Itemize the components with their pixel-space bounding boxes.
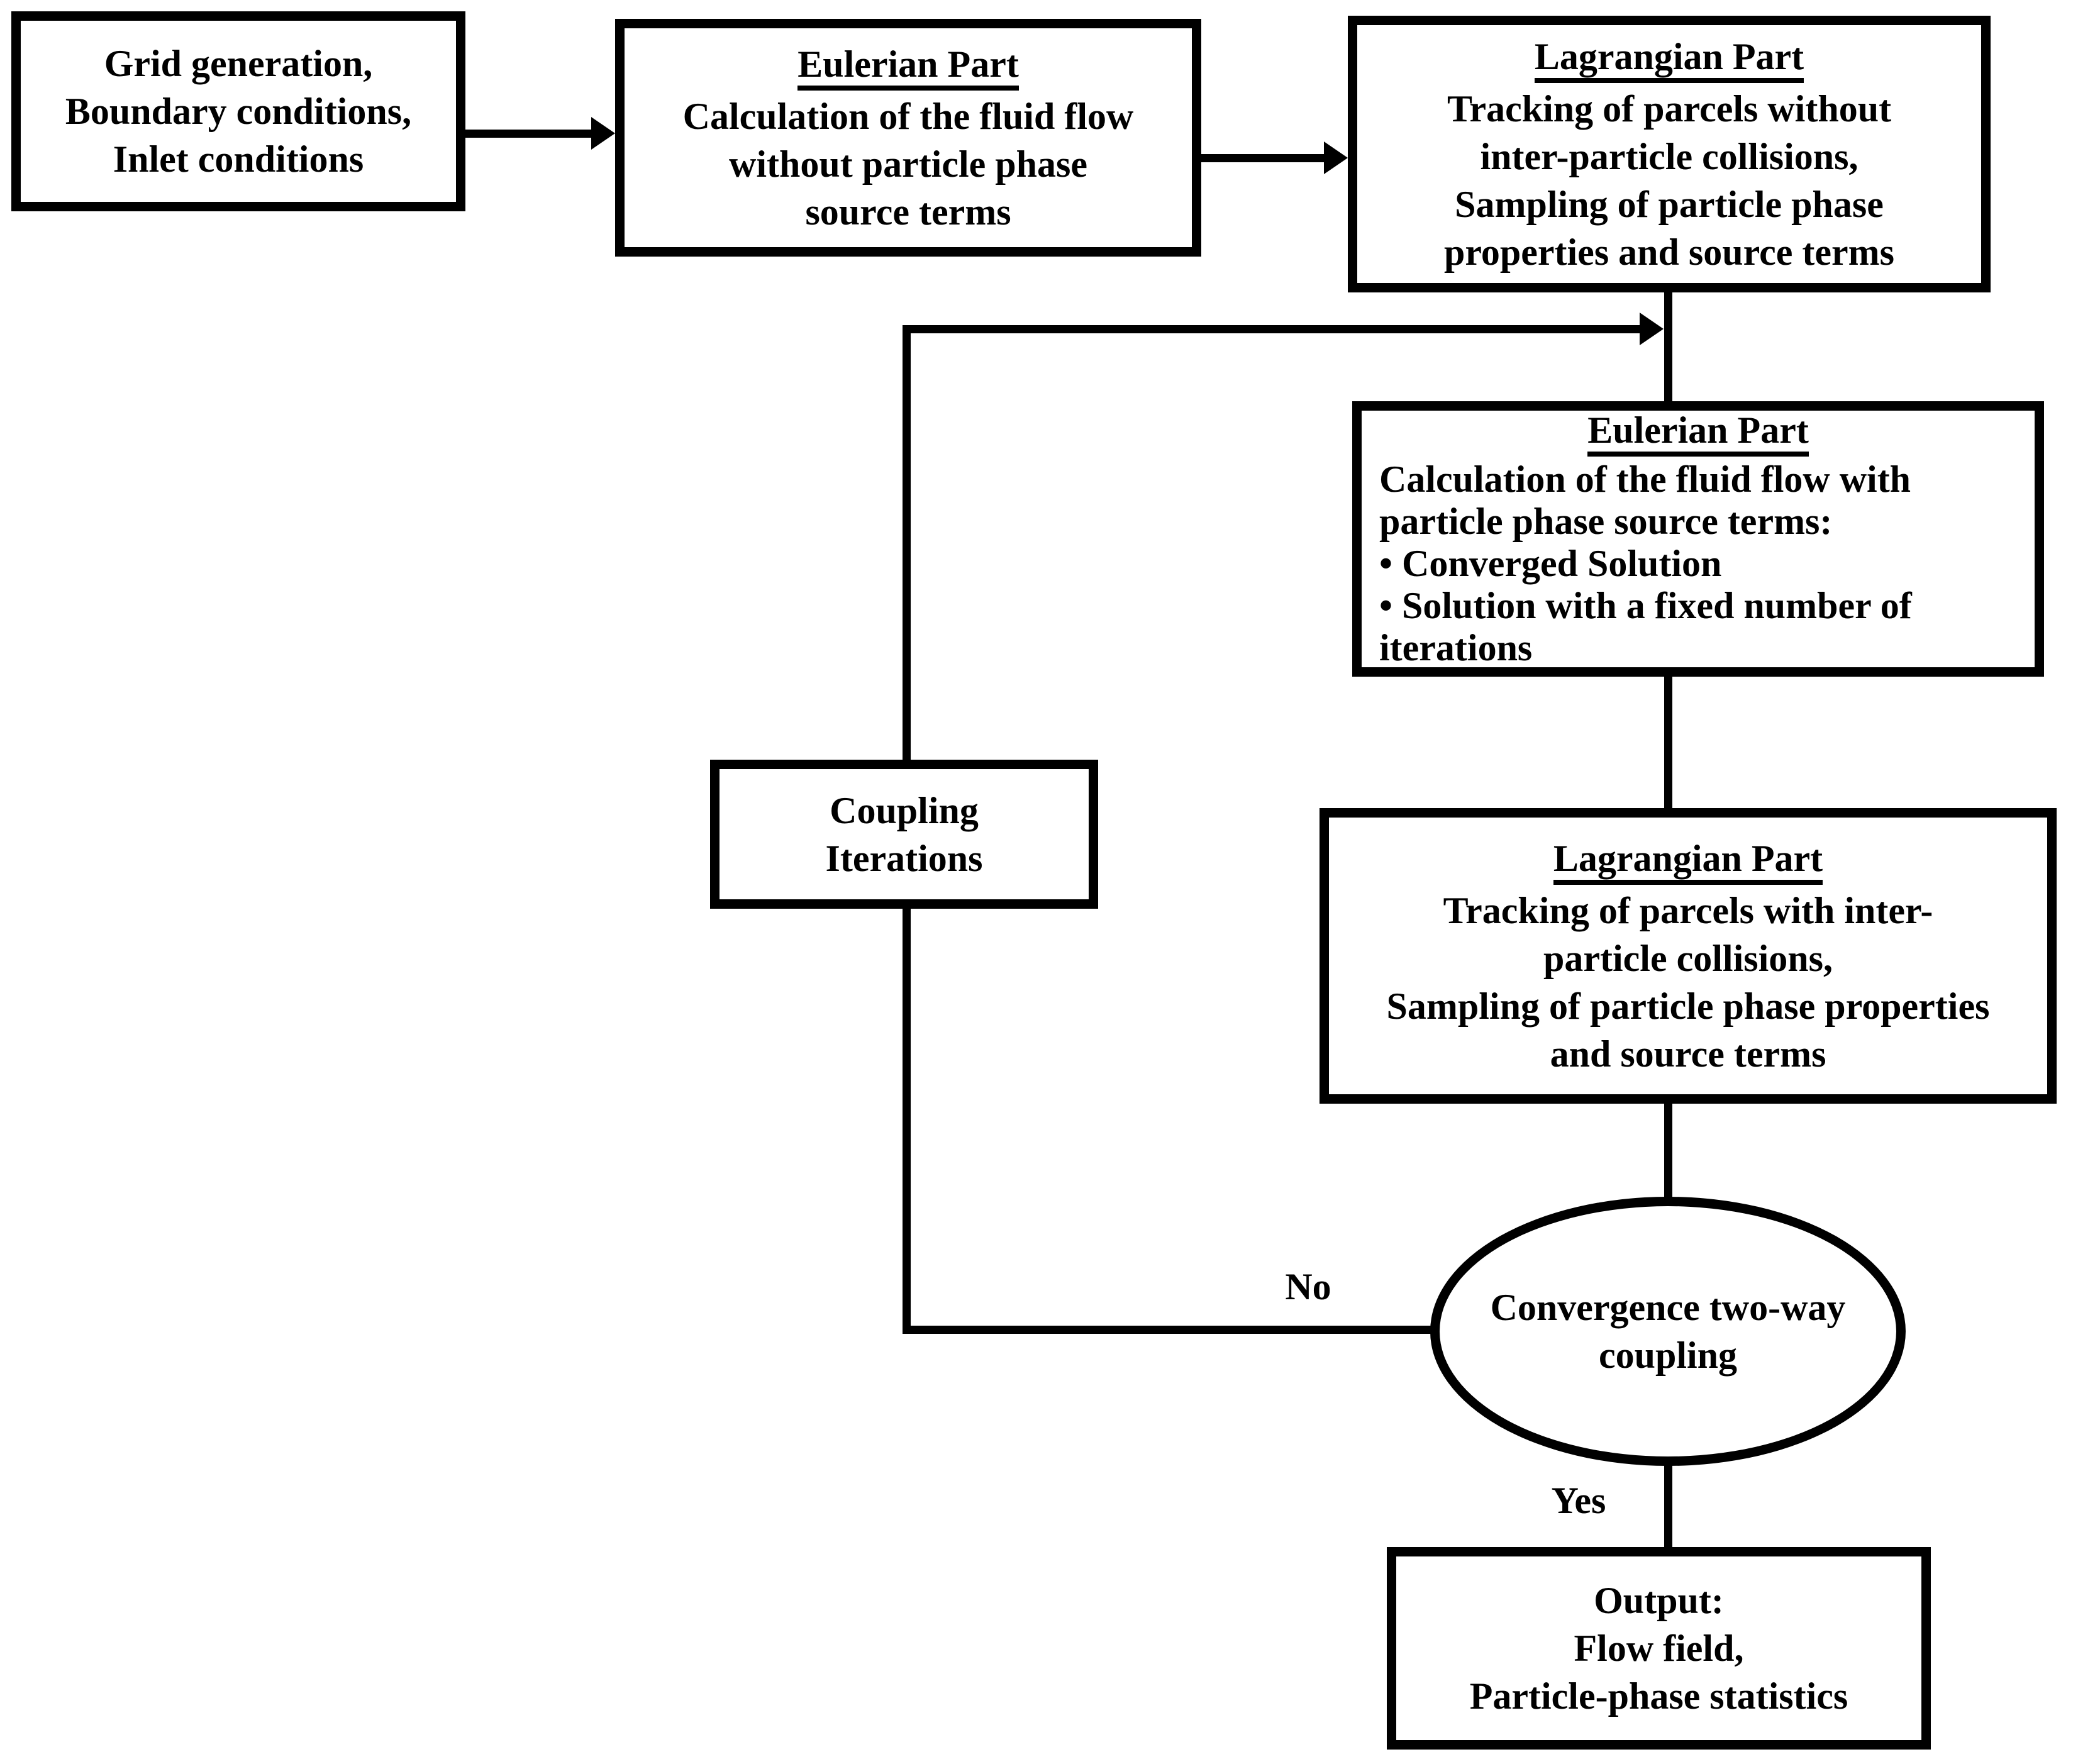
- coupling-iterations-box: Coupling Iterations: [710, 760, 1098, 909]
- eulerian-part-2-bullet: • Solution with a fixed number of: [1379, 584, 1912, 626]
- arrow-eulerian1-to-lagrangian1-head-icon: [1324, 141, 1348, 174]
- eulerian-part-1-title: Eulerian Part: [797, 45, 1019, 91]
- lagrangian-part-2-line: Sampling of particle phase properties: [1386, 985, 1990, 1027]
- coupling-return-head-icon: [1640, 313, 1664, 345]
- convergence-decision-ellipse: Convergence two-way coupling: [1430, 1197, 1906, 1466]
- yes-branch-line: [1664, 1462, 1672, 1550]
- grid-generation-box: Grid generation, Boundary conditions, In…: [11, 11, 465, 211]
- lagrangian-part-2-line: and source terms: [1550, 1033, 1826, 1075]
- arrow-grid-to-eulerian1-head-icon: [591, 117, 615, 150]
- output-box: Output: Flow field, Particle-phase stati…: [1387, 1547, 1931, 1750]
- arrow-eulerian1-to-lagrangian1-line: [1200, 154, 1326, 162]
- lagrangian-part-1-line: Sampling of particle phase: [1455, 183, 1884, 225]
- coupling-iterations-line: Coupling: [830, 789, 979, 831]
- eulerian-part-1-line: source terms: [805, 191, 1011, 233]
- arrow-grid-to-eulerian1-line: [464, 130, 593, 138]
- connector-lagrangian2-to-decision-line: [1664, 1101, 1672, 1201]
- yes-branch-label: Yes: [1551, 1480, 1606, 1521]
- eulerian-part-2-bullet: • Converged Solution: [1379, 542, 1722, 584]
- convergence-decision-line: coupling: [1598, 1334, 1738, 1376]
- lagrangian-part-2-title: Lagrangian Part: [1553, 839, 1823, 885]
- grid-generation-line: Inlet conditions: [113, 138, 364, 180]
- connector-eulerian2-to-lagrangian2-line: [1664, 673, 1672, 810]
- lagrangian-part-2-line: particle collisions,: [1543, 937, 1833, 979]
- eulerian-part-1-box: Eulerian Part Calculation of the fluid f…: [615, 19, 1201, 257]
- grid-generation-line: Grid generation,: [104, 43, 373, 84]
- grid-generation-line: Boundary conditions,: [65, 91, 412, 132]
- no-branch-line: [903, 1326, 1437, 1334]
- convergence-decision-line: Convergence two-way: [1490, 1287, 1846, 1328]
- coupling-return-horizontal-line: [903, 325, 1640, 333]
- lagrangian-part-1-line: Tracking of parcels without: [1447, 87, 1892, 130]
- eulerian-part-2-line: iterations: [1379, 626, 1533, 668]
- lagrangian-part-1-line: inter-particle collisions,: [1480, 135, 1859, 177]
- eulerian-part-2-line: Calculation of the fluid flow with: [1379, 458, 1911, 500]
- eulerian-part-2-title: Eulerian Part: [1587, 411, 1809, 457]
- no-branch-label: No: [1285, 1266, 1331, 1307]
- output-line: Particle-phase statistics: [1469, 1675, 1848, 1717]
- eulerian-part-2-line: particle phase source terms:: [1379, 500, 1833, 542]
- coupling-iterations-line: Iterations: [825, 837, 983, 879]
- lagrangian-part-1-line: properties and source terms: [1443, 231, 1894, 273]
- lagrangian-part-2-line: Tracking of parcels with inter-: [1443, 889, 1933, 931]
- output-line: Flow field,: [1574, 1628, 1744, 1669]
- lagrangian-part-1-box: Lagrangian Part Tracking of parcels with…: [1348, 16, 1991, 292]
- eulerian-part-2-box: Eulerian Part Calculation of the fluid f…: [1352, 401, 2044, 677]
- lagrangian-part-2-box: Lagrangian Part Tracking of parcels with…: [1320, 808, 2057, 1104]
- connector-lagrangian1-to-eulerian2-line: [1664, 289, 1672, 402]
- output-line: Output:: [1594, 1580, 1724, 1621]
- lagrangian-part-1-title: Lagrangian Part: [1534, 37, 1804, 83]
- eulerian-part-1-line: without particle phase: [729, 143, 1087, 185]
- eulerian-part-1-line: Calculation of the fluid flow: [682, 95, 1134, 137]
